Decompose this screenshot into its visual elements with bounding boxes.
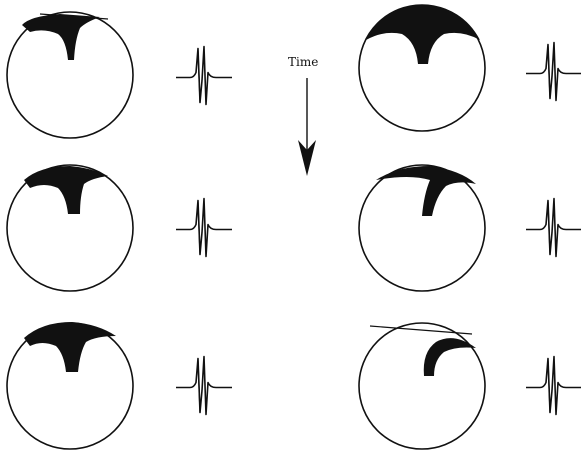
- frame-right-row-2: [359, 165, 581, 291]
- waveform-trace: [526, 357, 581, 415]
- waveform-trace: [176, 47, 232, 105]
- waveform-trace: [526, 43, 581, 101]
- frame-left-row-3: [7, 322, 232, 449]
- wave-shape: [376, 166, 476, 216]
- waveform-trace: [176, 357, 232, 415]
- frame-right-row-1: [359, 5, 581, 131]
- frame-left-row-2: [7, 165, 232, 291]
- wave-shape: [424, 338, 476, 376]
- waveform-trace: [176, 199, 232, 257]
- wave-shape: [366, 5, 480, 64]
- wave-shape: [22, 14, 100, 60]
- frame-right-row-3: [359, 323, 581, 449]
- time-arrow: Time: [288, 55, 318, 176]
- sphere-outline: [359, 323, 485, 449]
- wave-front-line: [370, 326, 472, 334]
- wave-shape: [24, 322, 116, 372]
- frame-left-row-1: [7, 12, 232, 138]
- time-label: Time: [288, 55, 318, 69]
- wave-shape: [24, 166, 108, 214]
- waveform-trace: [526, 199, 581, 257]
- sphere-outline: [359, 165, 485, 291]
